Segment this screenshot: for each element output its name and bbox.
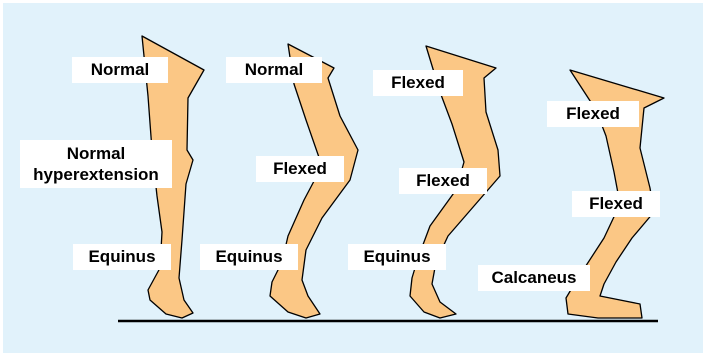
leg-2-hip-label: Normal — [226, 57, 322, 83]
leg-1-ankle-label: Equinus — [73, 244, 171, 270]
leg-1-hip-label: Normal — [72, 57, 168, 83]
leg-3-knee-label: Flexed — [399, 168, 487, 194]
leg-1-knee-label: Normal hyperextension — [20, 140, 172, 188]
leg-4-hip-label: Flexed — [547, 101, 639, 127]
leg-2-ankle-label: Equinus — [200, 244, 298, 270]
leg-4-ankle-label: Calcaneus — [478, 265, 590, 291]
leg-3-ankle-label: Equinus — [348, 244, 446, 270]
leg-3-hip-label: Flexed — [373, 70, 463, 96]
leg-2-knee-label: Flexed — [256, 156, 344, 182]
leg-4-knee-label: Flexed — [572, 191, 660, 217]
